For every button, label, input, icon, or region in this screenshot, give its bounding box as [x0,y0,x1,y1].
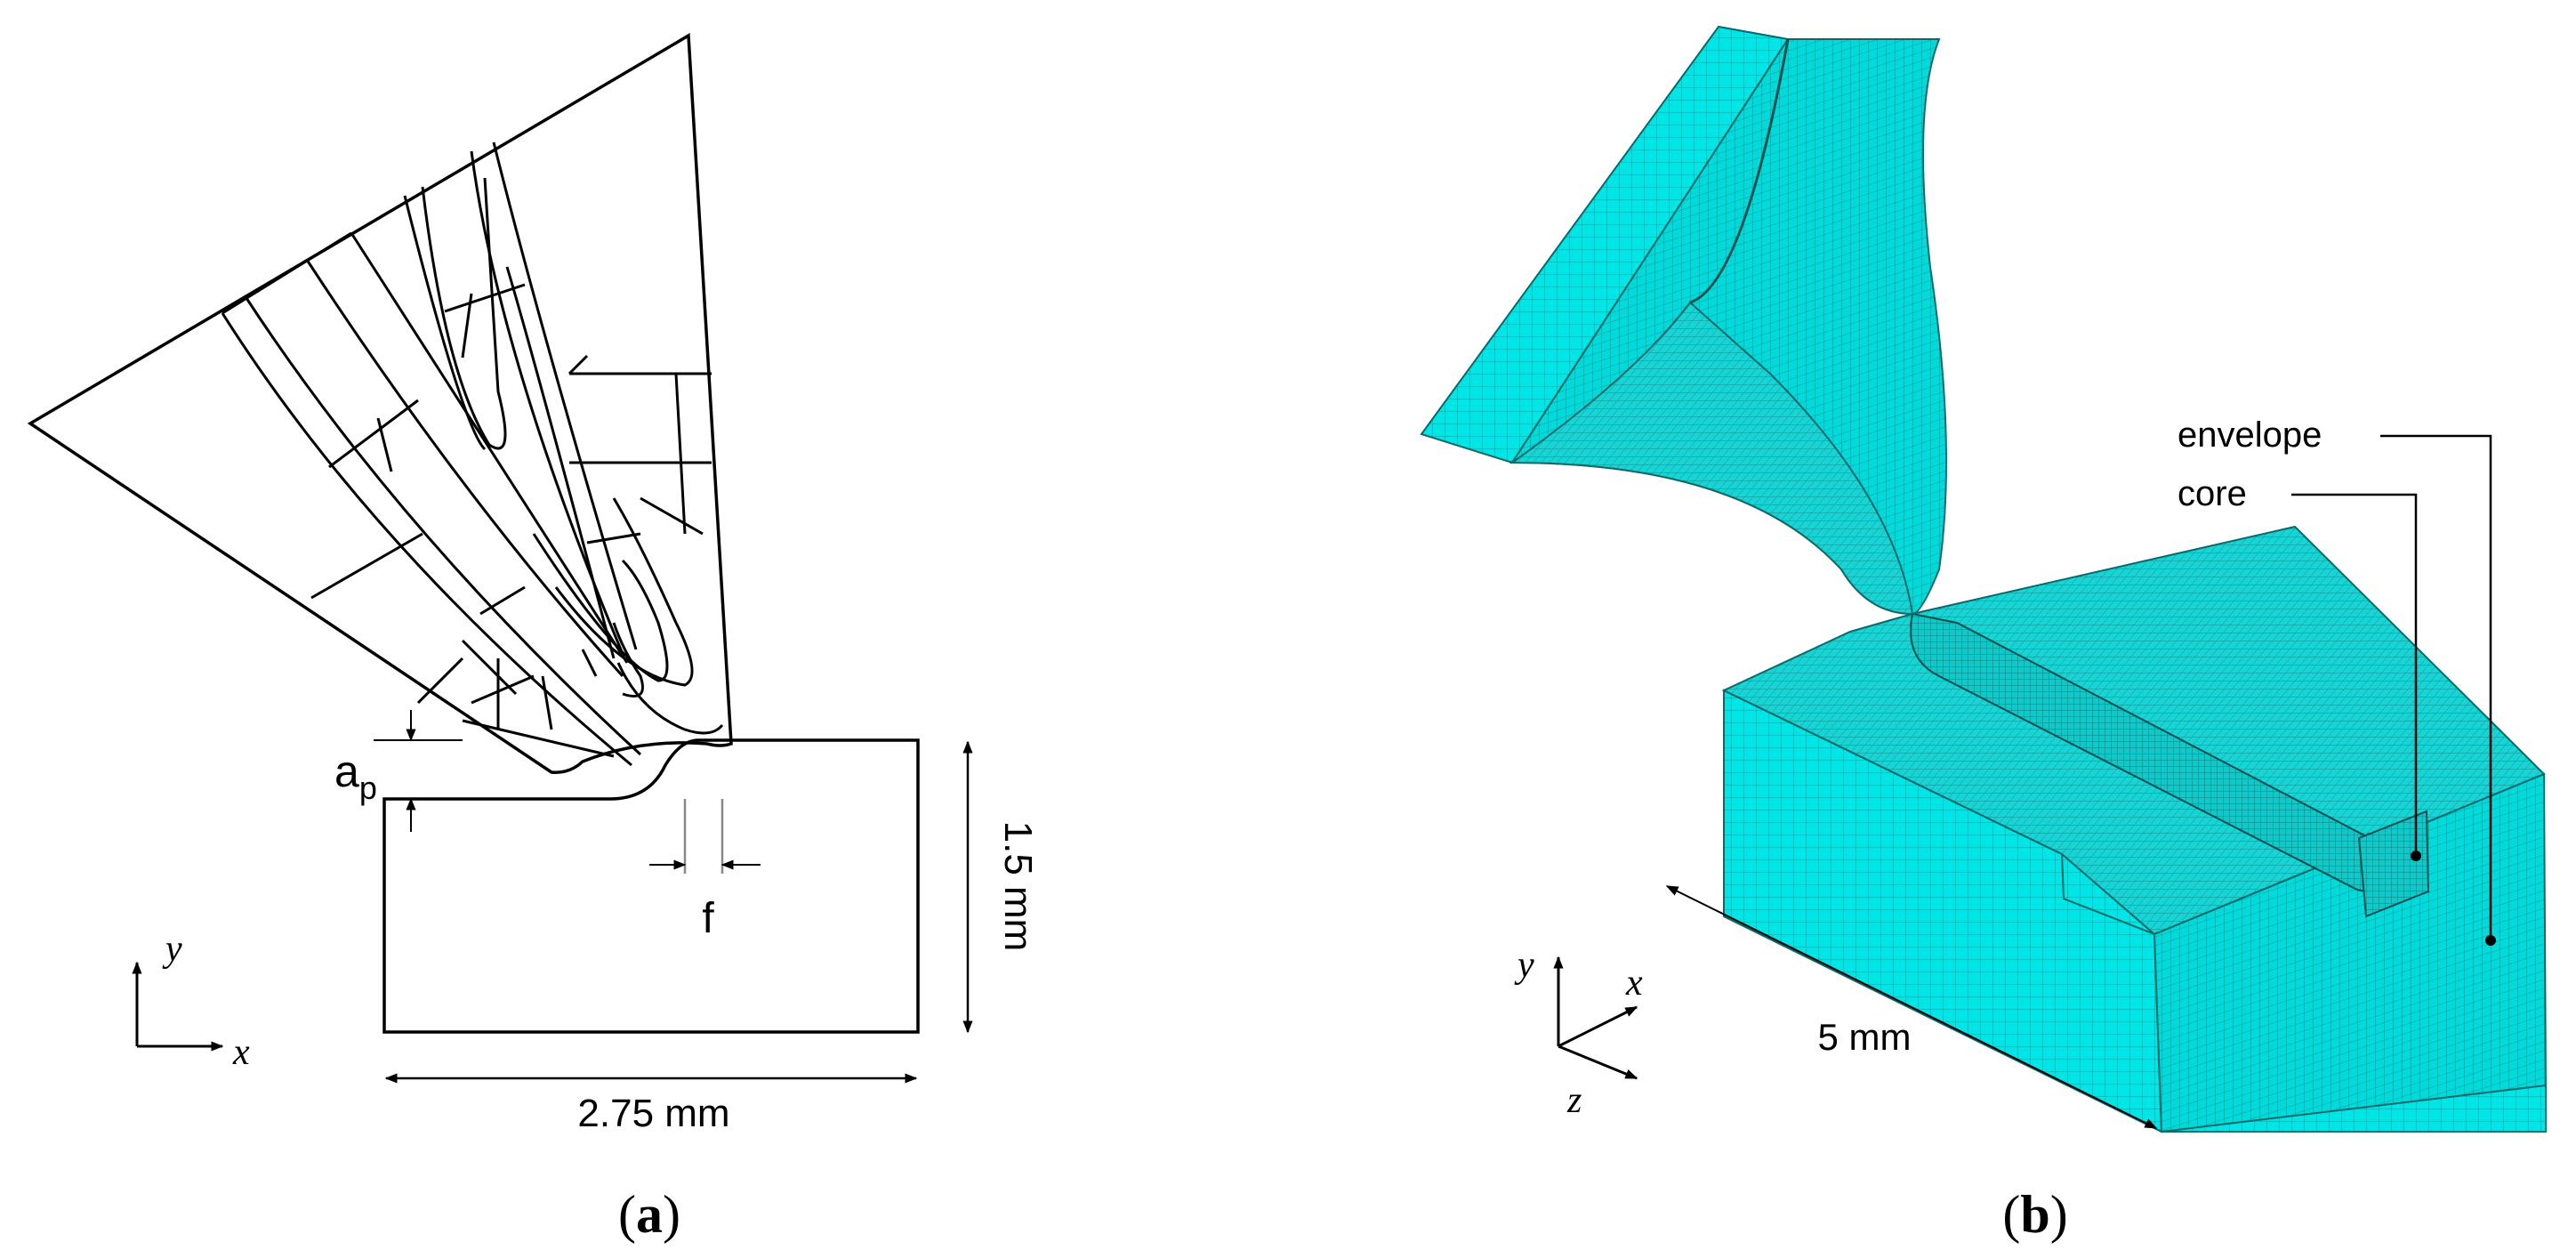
panel-a: ap f 1.5 mm 2.75 mm y x (a) [27,33,1040,1244]
core-label: core [2178,474,2247,513]
length-dimension [1665,885,2158,1129]
axis-x-label-b: x [1625,963,1643,1004]
caption-a: (a) [618,1185,680,1244]
tool-mesh-lines [221,141,724,767]
panel-b: envelope core 5 mm y x z (b) [1420,25,2548,1244]
axis-y-label-b: y [1514,945,1534,986]
f-label: f [702,895,714,942]
tool-outline [27,33,733,774]
caption-b: (b) [2002,1185,2067,1244]
groove-envelope [2357,810,2430,918]
tool-rake-face [1509,301,1914,616]
axes-b [1553,956,1638,1080]
envelope-label: envelope [2178,415,2322,455]
axes-a [132,961,224,1052]
ap-dimension [374,710,463,832]
workpiece-outline [382,738,920,1034]
width-label: 2.75 mm [577,1092,729,1135]
length-label: 5 mm [1818,1016,1912,1058]
axis-z-label-b: z [1566,1080,1582,1121]
core-marker [2411,851,2421,861]
axis-x-label-a: x [232,1032,250,1073]
ap-label: ap [334,746,377,806]
envelope-marker [2485,935,2496,946]
tool-edge [1689,38,1790,304]
label-leaders [2291,434,2492,939]
axis-y-label-a: y [162,929,182,970]
height-label: 1.5 mm [996,821,1040,952]
f-dimension [649,799,761,874]
